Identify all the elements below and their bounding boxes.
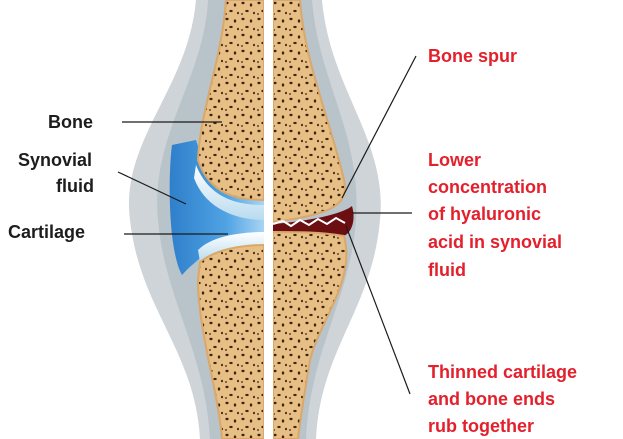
label-synovial-line1: Synovial [18,150,92,170]
label-hyaluronic-line5: fluid [428,260,466,280]
label-cartilage: Cartilage [8,222,85,242]
label-hyaluronic-line3: of hyaluronic [428,204,541,224]
label-hyaluronic-line2: concentration [428,177,547,197]
healthy-joint-half [129,0,264,439]
label-synovial-line2: fluid [56,176,94,196]
label-hyaluronic-line4: acid in synovial [428,232,562,252]
thinned-cartilage-leader [346,226,410,394]
label-thinned-line1: Thinned cartilage [428,362,577,382]
label-hyaluronic-line1: Lower [428,150,481,170]
label-thinned-line3: rub together [428,416,534,436]
arthritic-joint-half [273,0,381,439]
label-thinned-line2: and bone ends [428,389,555,409]
label-bone-spur: Bone spur [428,46,517,66]
label-bone: Bone [48,112,93,132]
